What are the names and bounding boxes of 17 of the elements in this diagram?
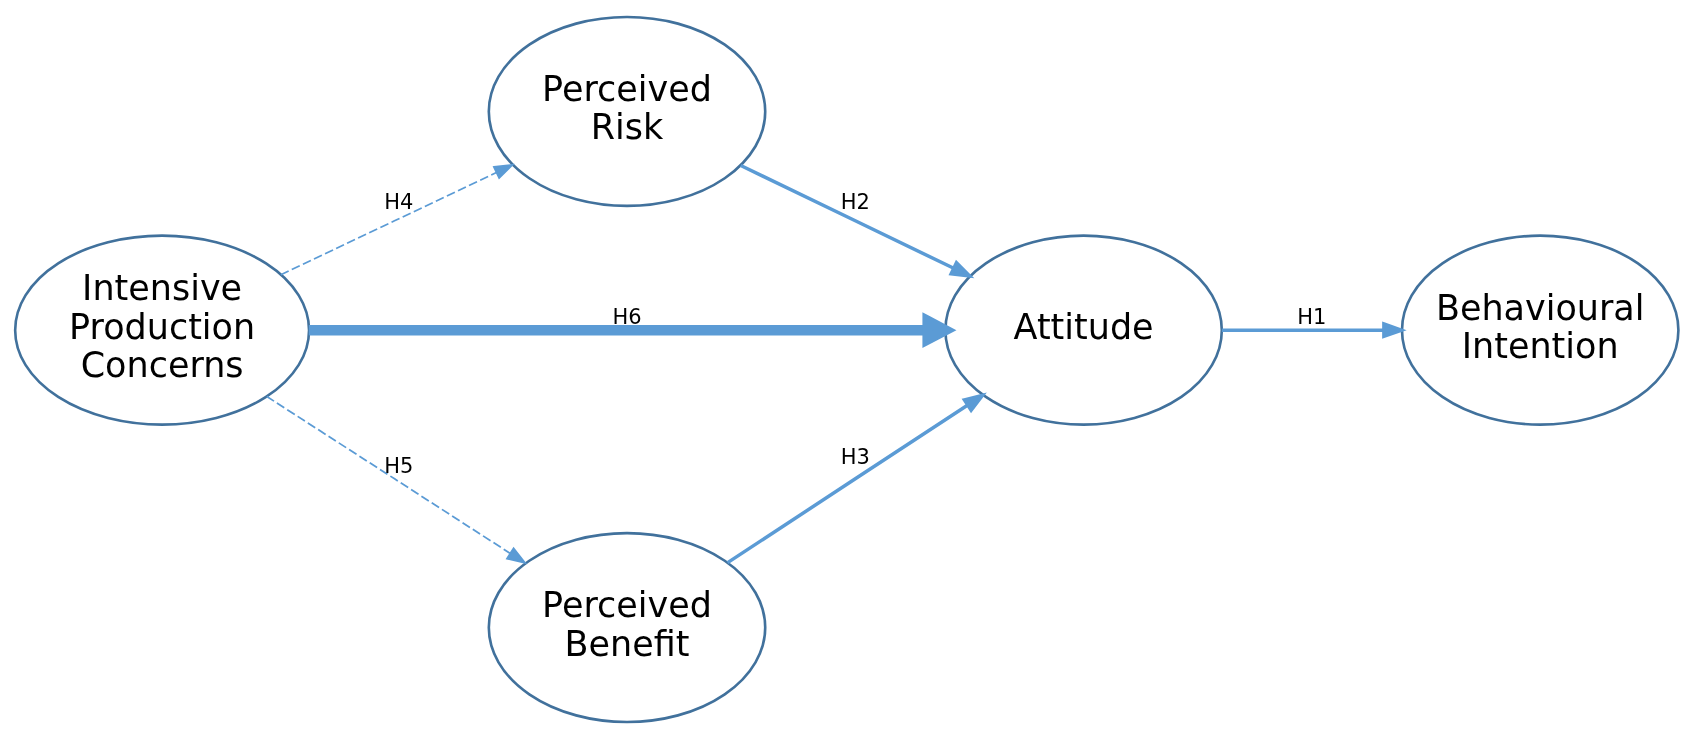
edge-label: H1 — [1297, 305, 1327, 330]
arrow — [265, 395, 528, 565]
edge-label: H6 — [612, 305, 642, 330]
node-ellipse: Perceived Risk — [487, 15, 767, 208]
arrow — [1221, 321, 1407, 339]
arrow — [726, 392, 987, 565]
node-ellipse: Attitude — [944, 234, 1224, 426]
arrow — [280, 163, 515, 276]
arrow — [308, 312, 957, 348]
edge-label: H4 — [384, 189, 414, 214]
edge-label: H3 — [840, 445, 870, 470]
node-ellipse: Behavioural Intention — [1400, 234, 1680, 426]
arrow — [740, 163, 975, 279]
node-ellipse: Intensive Production Concerns — [13, 234, 311, 426]
node-ellipse: Perceived Benefit — [487, 531, 767, 724]
edge-label: H2 — [840, 189, 870, 214]
edge-label: H5 — [384, 453, 414, 478]
